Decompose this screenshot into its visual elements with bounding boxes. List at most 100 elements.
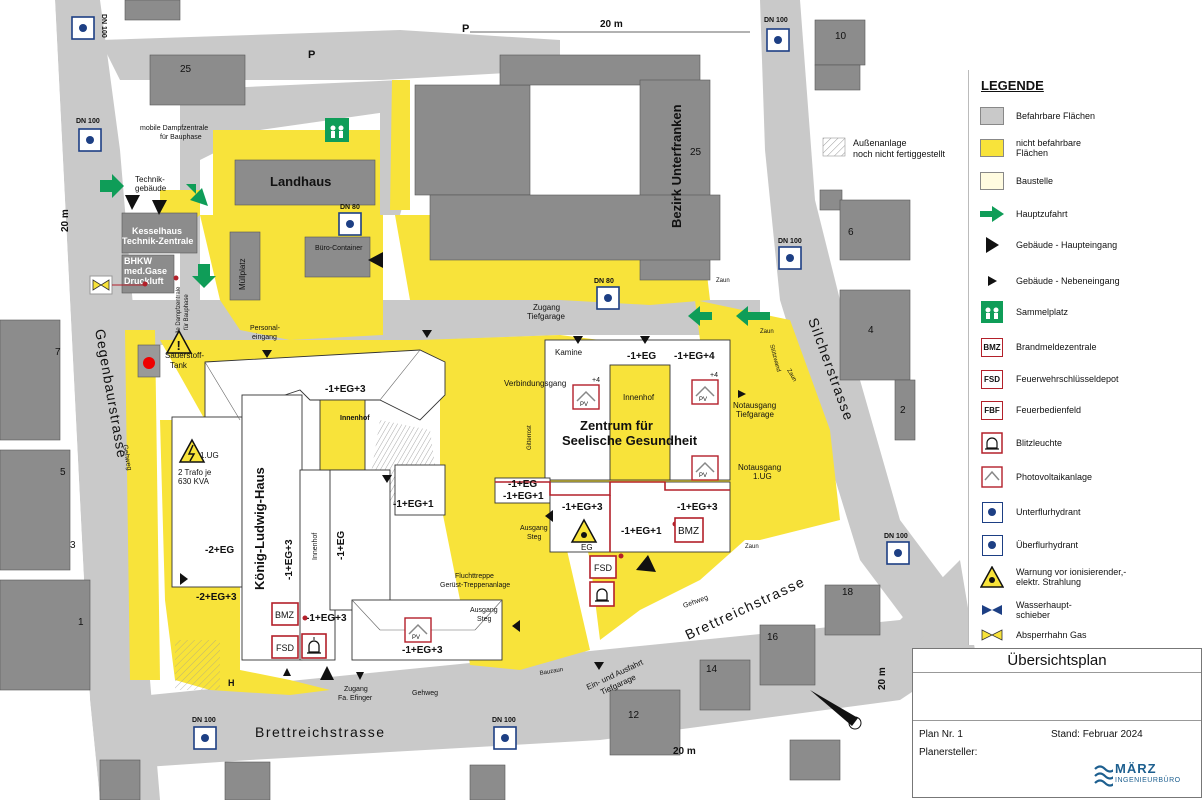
label-zaun: Zaun	[745, 544, 759, 550]
house-number: 12	[628, 710, 640, 721]
floor-label: -1+EG+1	[503, 491, 544, 502]
grey-swatch-icon	[979, 106, 1005, 126]
legend-label: Hauptzufahrt	[1016, 209, 1068, 219]
house-number: 25	[690, 147, 702, 158]
bmz-label: BMZ	[275, 610, 295, 620]
legend-item-fsd: FSD Feuerwehrschlüsseldepot	[979, 365, 1199, 393]
label-fluchttreppe-line1: Fluchttreppe	[455, 573, 494, 580]
dn-label: DN 100	[192, 717, 216, 724]
fsd-icon: FSD	[589, 555, 617, 579]
dn-label: DN 80	[594, 278, 614, 285]
dn-label: DN 100	[76, 118, 100, 125]
floor-label: -2+EG+3	[196, 592, 237, 603]
gehweg-label-left: Gehweg	[121, 444, 132, 471]
road-label-brettreichstrasse-bottom: Brettreichstrasse	[255, 724, 386, 740]
floor-label: -1+EG+4	[674, 351, 715, 362]
underground-hydrant-icon	[778, 246, 802, 270]
legend-item-nebeneingang: Gebäude - Nebeneingang	[979, 267, 1199, 295]
label-zugang-efinger-line2: Fa. Efinger	[338, 695, 373, 702]
warning-sign: !	[165, 329, 598, 543]
fsd-icon: FSD	[979, 369, 1005, 389]
zsg-outline	[495, 481, 730, 552]
label-h: H	[228, 678, 235, 688]
overground-hydrant-icon	[979, 534, 1005, 556]
label-ausgang-steg-2-line1: Ausgang	[470, 607, 498, 614]
label-zaun: Zaun	[760, 329, 774, 335]
large-triangle-icon	[636, 555, 656, 572]
photovoltaic-icon: PV	[691, 455, 719, 481]
gas-valve-icon	[979, 625, 1005, 645]
green-arrow-icon	[100, 174, 124, 198]
label-sauerstoff-line1: Sauerstoff-	[165, 351, 204, 360]
photovoltaic-icon	[979, 466, 1005, 488]
building-bhkw-line3: Druckluft	[124, 276, 164, 286]
large-triangle-icon	[125, 195, 140, 210]
building-bhkw-line1: BHKW	[124, 256, 152, 266]
oxygen-tank-marker	[143, 357, 155, 369]
label-aussenanlage-line1: Außenanlage	[853, 138, 907, 148]
hatch-swatch	[822, 137, 846, 157]
building-bezirk-unterfranken: Bezirk Unterfranken	[669, 104, 684, 228]
legend-label: nicht befahrbare Flächen	[1016, 138, 1082, 158]
dn-label: DN 100	[884, 533, 908, 540]
large-triangle-icon	[368, 252, 383, 268]
legend-title: LEGENDE	[981, 78, 1044, 93]
label-zugang-tiefgarage-line1: Zugang	[533, 303, 560, 312]
building-kesselhaus-line2: Technik-Zentrale	[122, 236, 193, 246]
legend-label: Überflurhydrant	[1016, 540, 1079, 550]
photovoltaic-icon: PV	[691, 379, 719, 405]
distance-20m-right: 20 m	[877, 667, 888, 690]
small-triangle-icon	[979, 271, 1005, 291]
building-bhkw-line2: med.Gase	[124, 266, 167, 276]
legend-label: Wasserhaupt- schieber	[1016, 600, 1072, 620]
small-triangle-icon	[573, 336, 583, 344]
house-number: 4	[868, 325, 874, 336]
legend-item-hauptzufahrt: Hauptzufahrt	[979, 200, 1199, 228]
label-fluchttreppe-line2: Gerüst-Treppenanlage	[440, 582, 510, 589]
assembly-point-icon	[979, 301, 1005, 323]
label-dampfzentrale-2-line2: für Bauphase	[184, 294, 190, 330]
floor-label: -1+EG+3	[325, 384, 366, 395]
bmz-badge: BMZ	[981, 337, 1003, 357]
svg-text:!: !	[177, 338, 181, 353]
floor-label: -1+EG+3	[306, 613, 347, 624]
building-koenig-ludwig-haus: König-Ludwig-Haus	[252, 467, 267, 590]
label-innenhof-2: Innenhof	[312, 533, 319, 560]
assembly-point-icon	[325, 118, 349, 142]
legend-item-strahlung: Warnung vor ionisierender,- elektr. Stra…	[979, 563, 1199, 591]
water-valve-icon	[979, 600, 1005, 620]
underground-hydrant-icon	[886, 541, 910, 565]
legend-item-nicht-befahrbar: nicht befahrbare Flächen	[979, 134, 1199, 162]
small-triangle-icon	[422, 330, 432, 338]
small-triangle-icon	[545, 510, 553, 522]
label-plus4-b: +4	[710, 372, 718, 379]
legend-item-fbf: FBF Feuerbedienfeld	[979, 396, 1199, 424]
dn-label: DN 100	[100, 14, 107, 38]
gas-valve-icon	[89, 275, 113, 295]
logo-waves-icon	[1094, 765, 1113, 787]
small-triangle-icon	[262, 350, 272, 358]
underground-hydrant-icon	[78, 128, 102, 152]
legend-label: Photovoltaikanlage	[1016, 472, 1093, 482]
label-zugang-efinger-line1: Zugang	[344, 686, 368, 693]
radiation-warning-icon	[979, 566, 1005, 588]
legend-label: Gebäude - Haupteingang	[1016, 240, 1118, 250]
main-access-arrows	[100, 174, 770, 326]
green-arrow-icon	[186, 184, 208, 206]
label-personaleingang-line2: eingang	[252, 334, 277, 341]
legend-item-unterflurhydrant: Unterflurhydrant	[979, 498, 1199, 526]
cream-swatch-icon	[979, 171, 1005, 191]
green-arrow-icon	[192, 264, 216, 288]
parking-label: P	[462, 23, 469, 35]
label-kamine: Kamine	[555, 348, 583, 357]
floor-label: -1+EG	[627, 351, 656, 362]
company-logo: MÄRZ INGENIEURBÜRO	[1093, 759, 1193, 793]
plan-title: Übersichtsplan	[913, 649, 1201, 673]
legend-panel: LEGENDE Befahrbare Flächen nicht befahrb…	[968, 70, 1201, 645]
legend-label: Absperrhahn Gas	[1016, 630, 1087, 640]
yellow-swatch-icon	[979, 138, 1005, 158]
photovoltaic-icon: PV	[404, 617, 432, 643]
pv-label: PV	[699, 397, 707, 403]
legend-item-gas: Absperrhahn Gas	[979, 621, 1199, 649]
legend-item-sammelplatz: Sammelplatz	[979, 298, 1199, 326]
